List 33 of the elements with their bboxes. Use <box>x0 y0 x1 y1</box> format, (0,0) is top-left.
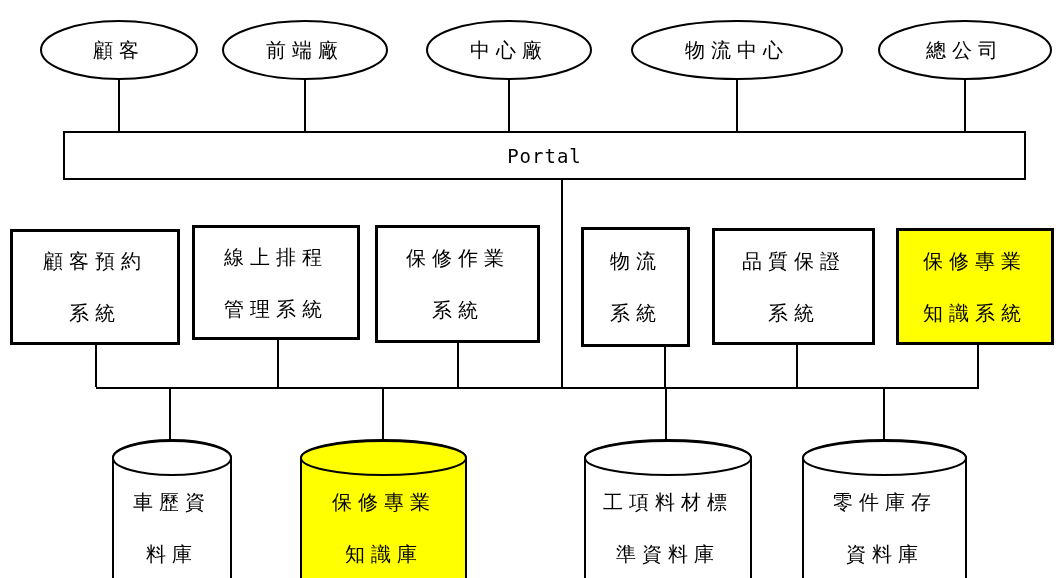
location-ellipse: 顧客 <box>40 20 198 80</box>
connector-line <box>964 79 966 132</box>
connector-line <box>95 344 97 388</box>
database-cylinder: 車歷資料庫 <box>112 440 232 578</box>
location-ellipse: 總公司 <box>878 20 1052 80</box>
bus-line <box>96 387 979 389</box>
location-ellipse: 前端廠 <box>222 20 388 80</box>
connector-line <box>561 179 563 388</box>
connector-line <box>118 79 120 132</box>
system-box: 線上排程管理系統 <box>192 225 360 340</box>
system-box: 物流系統 <box>581 227 690 347</box>
system-box: 保修作業系統 <box>375 225 540 343</box>
location-ellipse: 物流中心 <box>631 20 843 80</box>
connector-line <box>457 342 459 388</box>
system-box: 品質保證系統 <box>712 228 875 345</box>
system-box: 保修專業知識系統 <box>896 228 1054 345</box>
portal-box: Portal <box>63 131 1026 180</box>
database-cylinder: 工項料材標準資料庫 <box>584 440 752 578</box>
connector-line <box>169 388 171 441</box>
connector-line <box>664 346 666 388</box>
connector-line <box>277 339 279 388</box>
database-cylinder: 保修專業知識庫 <box>300 440 467 578</box>
system-box: 顧客預約系統 <box>10 229 180 345</box>
connector-line <box>304 79 306 132</box>
connector-line <box>382 388 384 441</box>
connector-line <box>736 79 738 132</box>
connector-line <box>883 388 885 441</box>
connector-line <box>977 344 979 388</box>
connector-line <box>665 388 667 441</box>
connector-line <box>508 79 510 132</box>
location-ellipse: 中心廠 <box>426 20 592 80</box>
database-cylinder: 零件庫存資料庫 <box>802 440 967 578</box>
connector-line <box>796 344 798 388</box>
